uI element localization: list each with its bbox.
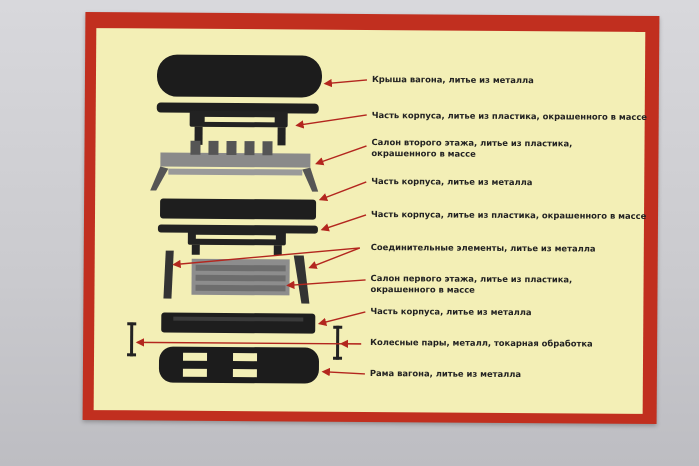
label-roof: Крыша вагона, литье из металла [371,74,534,86]
metal-body-part [160,198,317,220]
label-first-floor-salon-line2: окрашенного в массе [370,283,475,295]
label-wheel-pairs: Колесные пары, металл, токарная обработк… [370,336,593,349]
lower-metal-body-detail [173,316,304,322]
upper-body-plastic-supports [189,110,288,146]
poster-frame: Крыша вагона, литье из металла Часть кор… [82,12,660,424]
label-second-floor-salon-line2: окрашенного в массе [371,148,476,159]
label-second-floor-salon-line1: Салон второго этажа, литье из пластика, [371,137,573,149]
first-floor-salon-part [191,258,290,296]
lower-metal-body-part [161,312,316,334]
label-wagon-frame: Рама вагона, литье из металла [369,367,522,380]
label-upper-body-plastic: Часть корпуса, литье из пластика, окраше… [371,110,648,122]
label-lower-body-plastic: Часть корпуса, литье из пластика, окраше… [370,209,647,221]
label-lower-metal-body: Часть корпуса, литье из металла [370,305,532,318]
second-floor-salon-part [150,140,319,192]
exploded-diagram [127,54,368,384]
connecting-element-right [293,255,310,304]
label-first-floor-salon-line1: Салон первого этажа, литье из пластика, [370,272,573,285]
roof-part [156,54,322,98]
lower-body-plastic-supports [187,230,286,256]
label-connecting-elements: Соединительные элементы, литье из металл… [370,241,596,254]
wheel-pair-right [333,325,343,360]
wheel-pair-left [127,322,137,357]
connecting-element-left [163,250,174,299]
label-metal-body: Часть корпуса, литье из металла [371,176,533,188]
leader-arrows [135,78,368,377]
wagon-frame-part [158,346,319,384]
